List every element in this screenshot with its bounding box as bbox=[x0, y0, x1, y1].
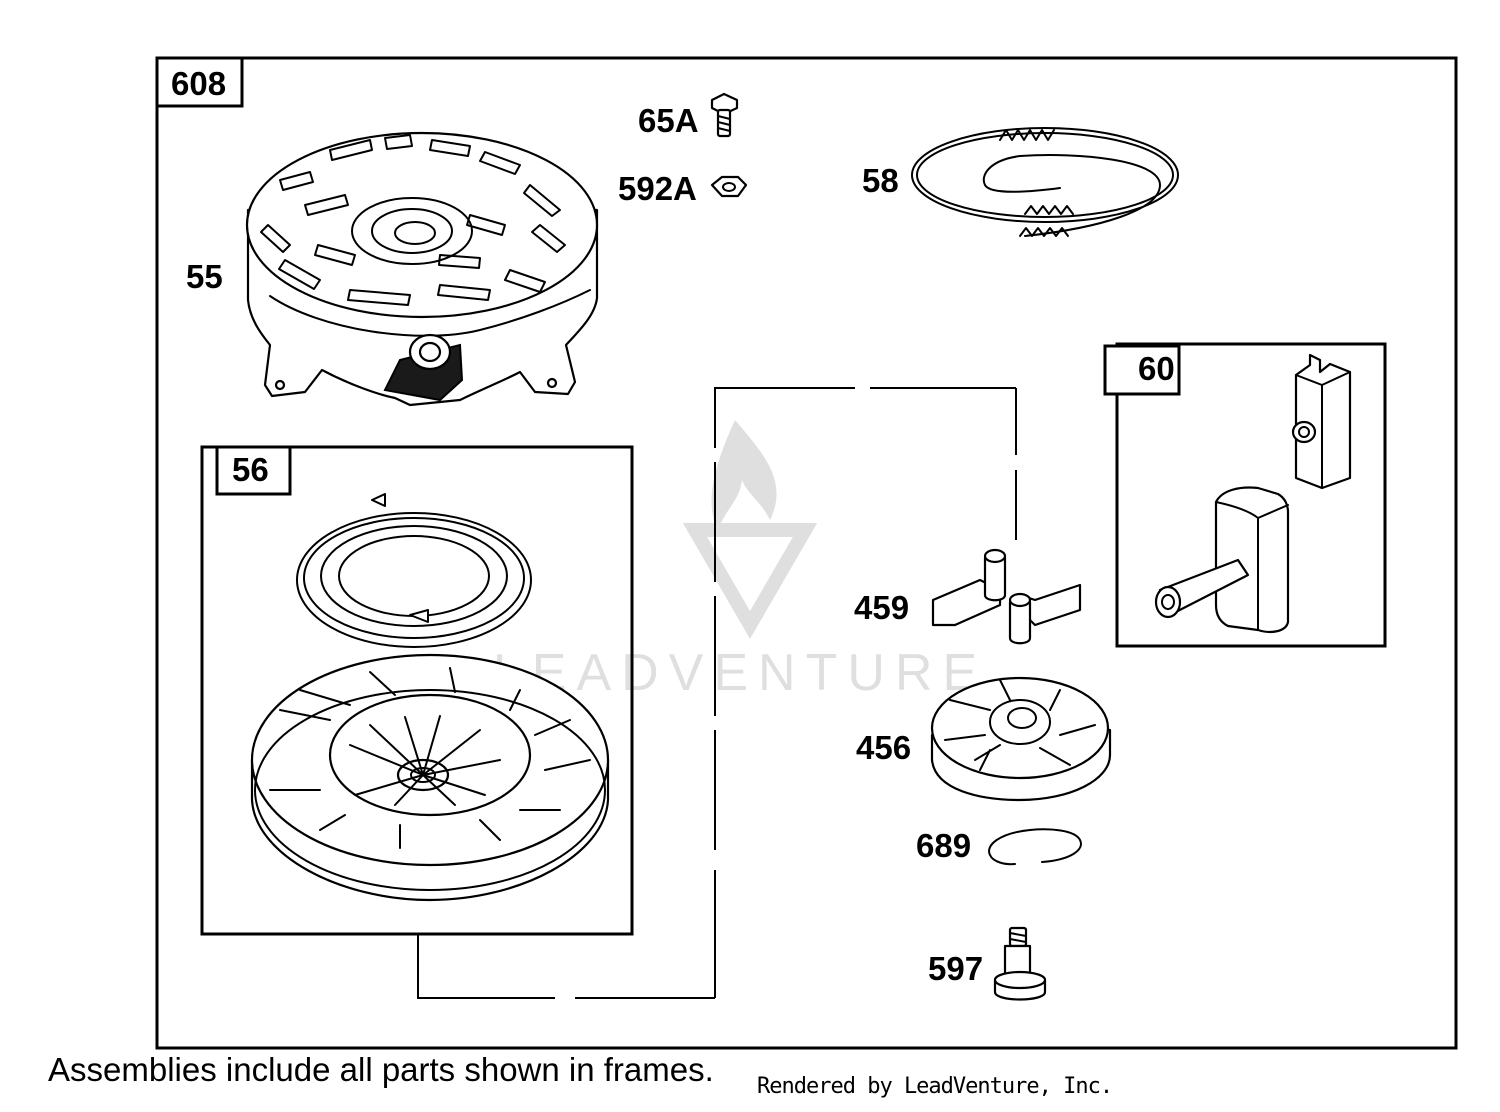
shoulder-screw-part bbox=[993, 926, 1047, 1001]
recoil-spring-part bbox=[296, 493, 532, 648]
housing-part-number: 55 bbox=[186, 258, 223, 295]
starter-handle-part bbox=[1154, 486, 1290, 633]
retainer-part bbox=[930, 676, 1112, 802]
assembly-frame-60 bbox=[1115, 342, 1387, 648]
handle-insert-part bbox=[1291, 353, 1352, 490]
dog-part-number: 459 bbox=[854, 589, 909, 626]
assembly-frame-608 bbox=[155, 56, 1458, 1050]
frame-56-label: 56 bbox=[232, 451, 269, 488]
screw-part bbox=[710, 92, 739, 138]
retainer-part-number: 456 bbox=[856, 729, 911, 766]
frame-60-label: 60 bbox=[1138, 350, 1175, 387]
leadventure-watermark: LEADVENTURE bbox=[493, 420, 987, 702]
ring-part-number: 689 bbox=[916, 827, 971, 864]
starter-housing-part bbox=[245, 131, 599, 407]
rope-part-number: 58 bbox=[862, 162, 899, 199]
starter-rope-part bbox=[911, 127, 1179, 237]
starter-pulley-part bbox=[250, 653, 610, 902]
shoulder-screw-part-number: 597 bbox=[928, 950, 983, 987]
assemblies-footnote: Assemblies include all parts shown in fr… bbox=[48, 1051, 714, 1088]
nut-part bbox=[710, 175, 748, 198]
render-credit: Rendered by LeadVenture, Inc. bbox=[757, 1074, 1113, 1099]
retaining-ring-part bbox=[988, 828, 1082, 866]
assembly-connector-lines bbox=[417, 387, 1017, 999]
starter-dog-part bbox=[931, 548, 1082, 645]
watermark-text: LEADVENTURE bbox=[493, 644, 987, 702]
frame-60-label-box bbox=[1103, 344, 1181, 396]
screw-part-number: 65A bbox=[638, 102, 699, 139]
frame-56-label-box bbox=[215, 445, 292, 496]
frame-608-label-box bbox=[155, 56, 244, 108]
frame-608-label: 608 bbox=[171, 65, 226, 102]
nut-part-number: 592A bbox=[618, 170, 697, 207]
